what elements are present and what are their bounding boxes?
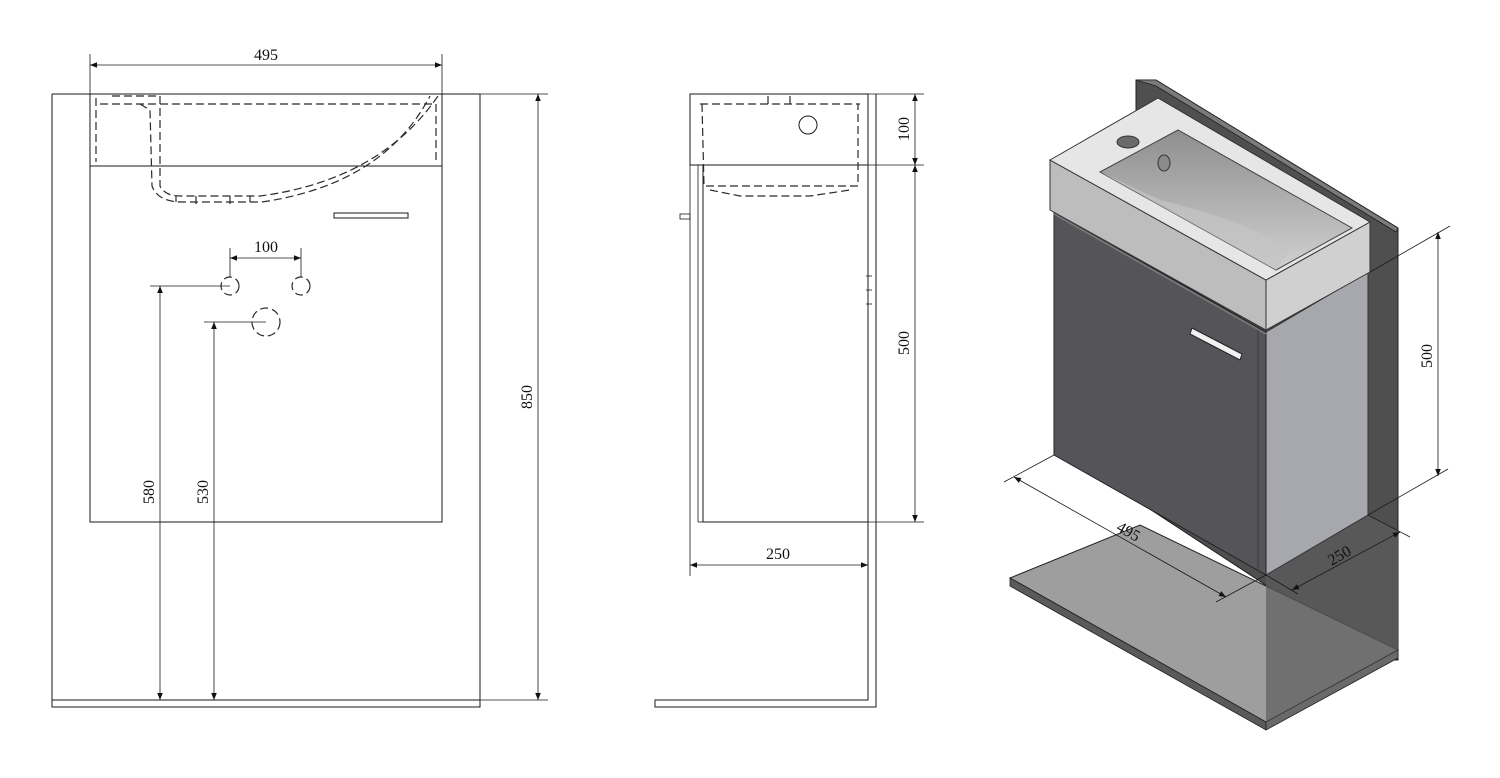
front-bowl-hidden-ribs	[175, 196, 251, 204]
iso-wall-top-edge	[1135, 79, 1399, 233]
iso-width-ext-right	[1215, 574, 1267, 603]
front-view: 495 100 580 530 850	[51, 47, 548, 708]
iso-width-ext-left	[1003, 454, 1055, 483]
iso-view: 500 495 250	[1003, 79, 1451, 731]
front-spacing-label: 100	[254, 239, 278, 256]
front-width-label: 495	[254, 47, 278, 64]
iso-overflow-hole	[1157, 154, 1171, 172]
iso-tap-hole	[1116, 135, 1140, 149]
iso-bowl-shading	[1100, 172, 1290, 270]
side-cabinet-outline	[702, 164, 869, 523]
side-bowl-hidden-box	[701, 103, 859, 187]
side-tap-hole	[798, 115, 818, 135]
iso-depth-ext-left	[1265, 574, 1299, 595]
side-overflow-hidden	[767, 96, 791, 104]
front-handle	[333, 212, 409, 219]
side-bowl-hidden-bottom	[709, 189, 851, 197]
side-basin-outline	[689, 93, 869, 166]
front-hole-right	[291, 276, 311, 296]
front-cabinet-outline	[89, 165, 443, 523]
side-view: 100 500 250	[654, 93, 924, 708]
front-drain-height-label: 530	[195, 480, 212, 504]
iso-width-dim-line	[1013, 476, 1227, 598]
side-cabinet-height-label: 500	[896, 331, 913, 355]
side-wall-outline	[654, 94, 877, 708]
front-total-height-label: 850	[519, 385, 536, 409]
front-bowl-hidden-curve	[112, 95, 439, 197]
side-depth-label: 250	[766, 546, 790, 563]
front-tap-height-label: 580	[141, 480, 158, 504]
side-basin-height-label: 100	[896, 117, 913, 141]
iso-depth-ext-right	[1367, 514, 1411, 538]
side-handle	[679, 213, 691, 220]
iso-height-label: 500	[1419, 344, 1436, 368]
front-bowl-hidden-curve-inner	[139, 95, 431, 203]
iso-door-gap	[1053, 213, 1267, 335]
front-wall-outline	[51, 94, 481, 708]
iso-handle	[1189, 327, 1243, 361]
iso-depth-dim-line	[1291, 531, 1401, 591]
front-basin-outline	[89, 93, 443, 167]
iso-height-ext-bottom	[1367, 468, 1449, 516]
